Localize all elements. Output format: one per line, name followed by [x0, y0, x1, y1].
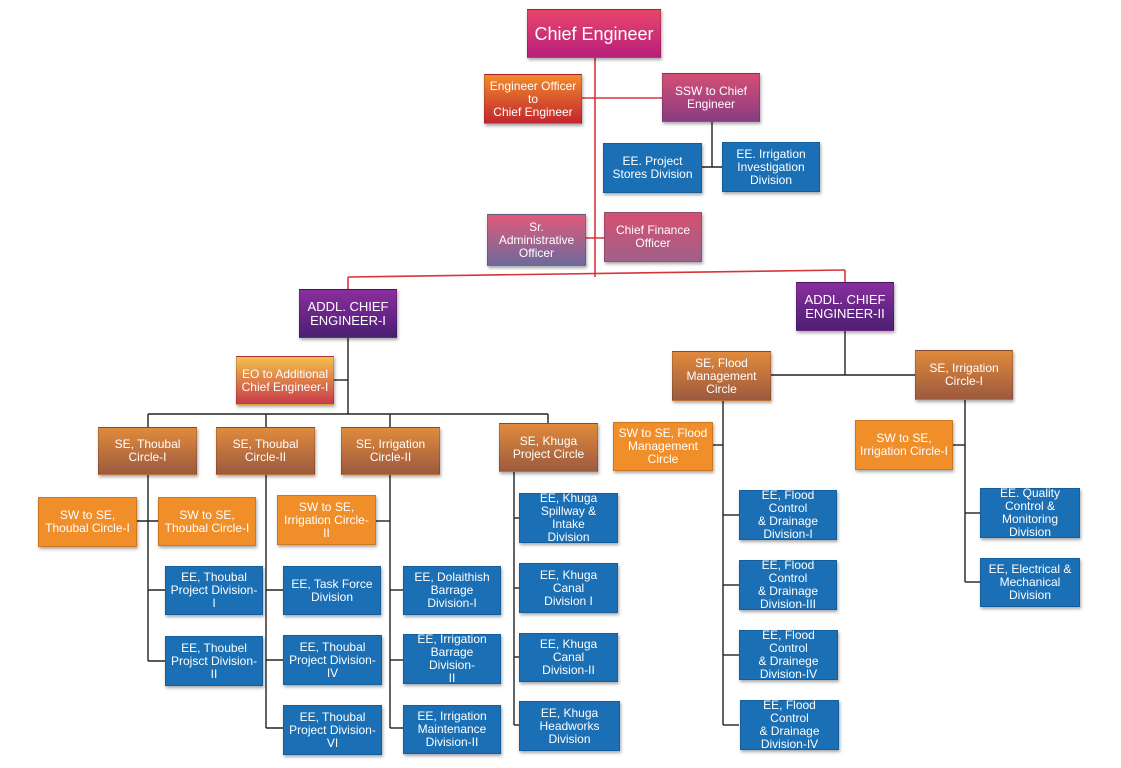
sw-irrigation-circle-1-box[interactable]: SW to SE, Irrigation Circle-I: [855, 420, 953, 470]
ee-thoubal-project-division-1-box[interactable]: EE, Thoubal Project Division-I: [165, 566, 263, 615]
ee-electrical-mechanical-division-box[interactable]: EE, Electrical & Mechanical Division: [980, 558, 1080, 607]
se-thoubal-circle-1-box[interactable]: SE, Thoubal Circle-I: [98, 427, 197, 475]
ee-khuga-canal-division-1-box[interactable]: EE, Khuga Canal Division I: [519, 563, 618, 613]
ee-irrigation-maintenance-division-box[interactable]: EE, Irrigation Maintenance Division-II: [403, 705, 501, 754]
ee-irrigation-investigation-box[interactable]: EE. Irrigation Investigation Division: [722, 142, 820, 192]
se-flood-management-circle-box[interactable]: SE, Flood Management Circle: [672, 351, 771, 401]
ee-flood-control-division-3-box[interactable]: EE, Flood Control & Drainage Division-II…: [739, 559, 837, 611]
ee-khuga-spillway-division-box[interactable]: EE, Khuga Spillway & Intake Division: [519, 492, 618, 544]
ee-flood-control-division-1-box[interactable]: EE, Flood Control & Drainage Division-I: [739, 489, 837, 541]
sr-admin-officer-box[interactable]: Sr. Administrative Officer: [487, 214, 586, 266]
chief-engineer-box[interactable]: Chief Engineer: [527, 9, 661, 58]
ee-flood-control-division-4a-box[interactable]: EE, Flood Control & Drainege Division-IV: [739, 629, 838, 681]
ssw-chief-box[interactable]: SSW to Chief Engineer: [662, 73, 760, 122]
ee-irrigation-barrage-division-box[interactable]: EE, Irrigation Barrage Division- II: [403, 633, 501, 685]
ee-flood-control-division-4b-box[interactable]: EE, Flood Control & Drainage Division-IV: [740, 699, 839, 751]
engineer-officer-box[interactable]: Engineer Officer to Chief Engineer: [484, 74, 582, 124]
addl-chief-engineer-1-box[interactable]: ADDL. CHIEF ENGINEER-I: [299, 289, 397, 338]
addl-chief-engineer-2-box[interactable]: ADDL. CHIEF ENGINEER-II: [796, 282, 894, 331]
ee-khuga-canal-division-2-box[interactable]: EE, Khuga Canal Division-II: [519, 633, 618, 682]
sw-flood-management-circle-box[interactable]: SW to SE, Flood Management Circle: [613, 422, 713, 471]
eo-addl-chief-engineer-box[interactable]: EO to Additional Chief Engineer-I: [236, 356, 334, 405]
ee-thoubel-project-division-2-box[interactable]: EE, Thoubel Projsct Division-II: [165, 636, 263, 686]
ee-dolaithish-barrage-division-box[interactable]: EE, Dolaithish Barrage Division-I: [403, 566, 501, 615]
se-thoubal-circle-2-box[interactable]: SE, Thoubal Circle-II: [216, 427, 315, 475]
ee-khuga-headworks-division-box[interactable]: EE, Khuga Headworks Division: [519, 701, 620, 751]
sw-irrigation-circle-2-box[interactable]: SW to SE, Irrigation Circle-II: [277, 495, 376, 545]
ee-thoubal-project-division-4-box[interactable]: EE, Thoubal Project Division- IV: [283, 635, 382, 685]
ee-project-stores-box[interactable]: EE. Project Stores Division: [603, 143, 702, 193]
ee-task-force-division-box[interactable]: EE, Task Force Division: [283, 566, 381, 615]
ee-quality-control-division-box[interactable]: EE. Quality Control & Monitoring Divisio…: [980, 487, 1080, 539]
se-irrigation-circle-2-box[interactable]: SE, Irrigation Circle-II: [341, 427, 440, 475]
chief-finance-officer-box[interactable]: Chief Finance Officer: [604, 212, 702, 262]
sw-thoubal-circle-1b-box[interactable]: SW to SE, Thoubal Circle-I: [158, 497, 256, 546]
ee-thoubal-project-division-6-box[interactable]: EE, Thoubal Project Division- VI: [283, 705, 382, 755]
se-irrigation-circle-1-box[interactable]: SE, Irrigation Circle-I: [915, 350, 1013, 400]
sw-thoubal-circle-1a-box[interactable]: SW to SE, Thoubal Circle-I: [38, 497, 137, 547]
se-khuga-project-circle-box[interactable]: SE, Khuga Project Circle: [499, 423, 598, 472]
